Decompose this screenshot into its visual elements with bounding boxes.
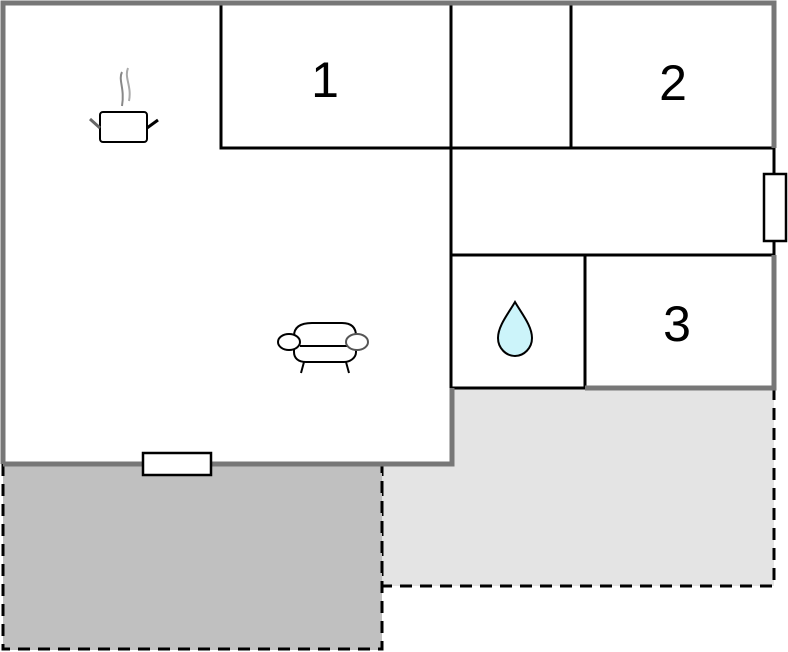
- sofa-icon: [277, 322, 369, 374]
- terrace-covered: [3, 464, 382, 650]
- interior-floor: [3, 3, 774, 464]
- room-label-2: 2: [659, 55, 687, 111]
- water-drop-icon: [496, 300, 534, 358]
- room-label-1: 1: [311, 52, 339, 108]
- window-south: [141, 451, 213, 477]
- kitchen-pot-icon: [88, 67, 159, 143]
- window-east: [762, 172, 788, 243]
- room-label-3: 3: [663, 296, 691, 352]
